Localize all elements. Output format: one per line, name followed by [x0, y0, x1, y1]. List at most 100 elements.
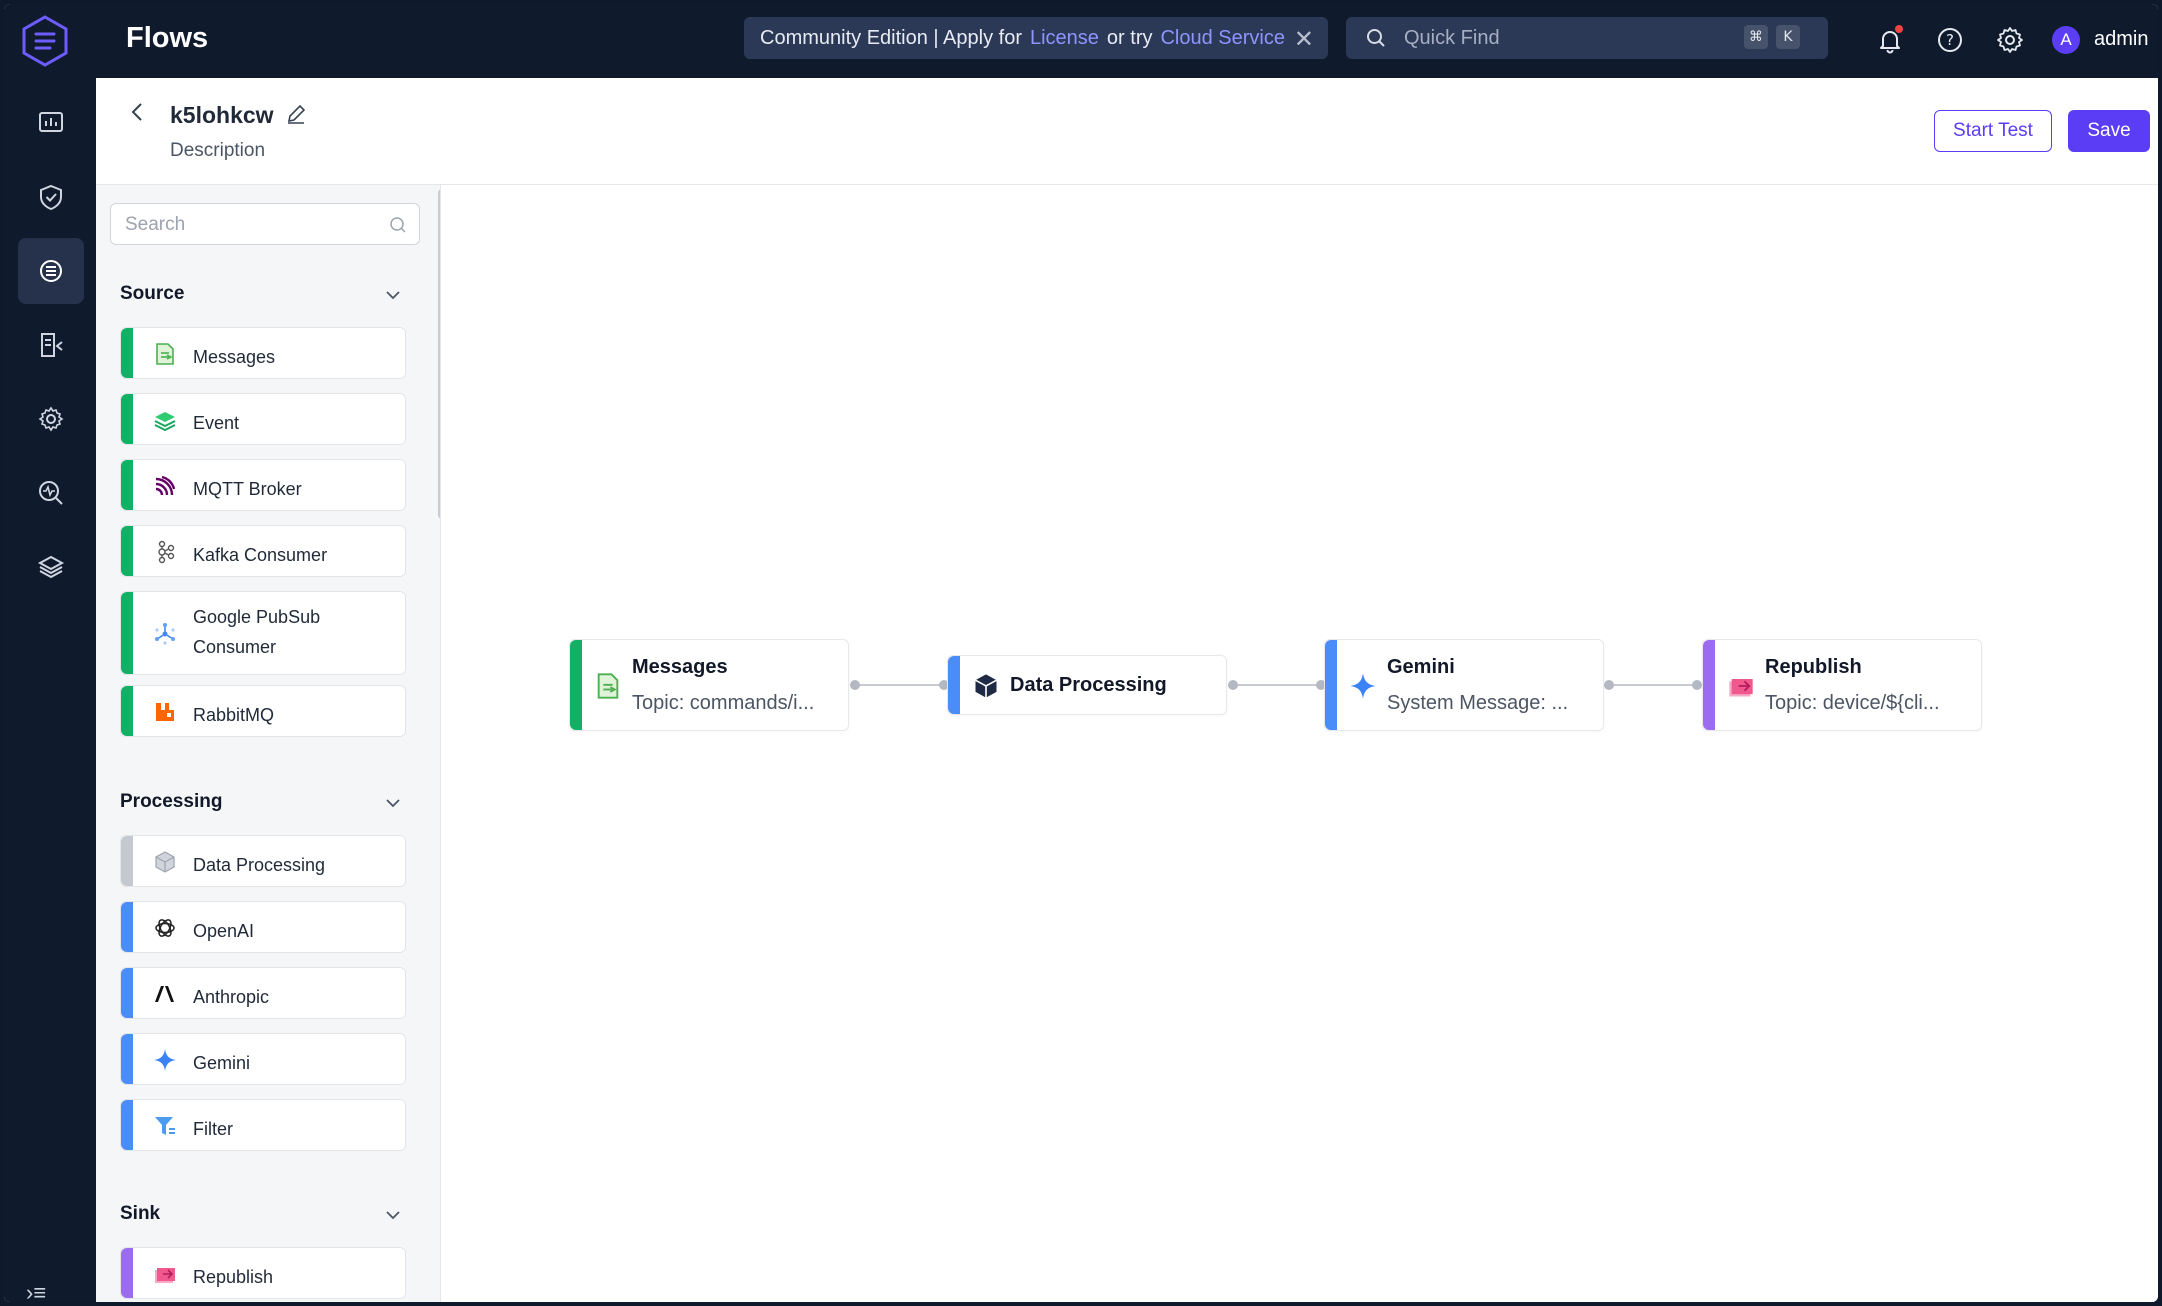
input-port[interactable]: [1316, 680, 1326, 690]
search-icon: [390, 217, 406, 233]
app-logo-icon[interactable]: [20, 14, 70, 68]
palette-item-openai[interactable]: OpenAI: [120, 901, 406, 953]
processing-color-bar: [121, 902, 133, 952]
quick-find-input[interactable]: Quick Find ⌘ K: [1346, 17, 1828, 59]
palette-item-anthropic[interactable]: Anthropic: [120, 967, 406, 1019]
flow-name: k5lohkcw: [170, 102, 274, 128]
output-port[interactable]: [1228, 680, 1238, 690]
palette-item-gemini[interactable]: Gemini: [120, 1033, 406, 1085]
sink-color-bar: [1703, 640, 1715, 730]
palette-item-label: MQTT Broker: [193, 479, 302, 499]
bell-icon[interactable]: [1874, 24, 1906, 56]
gear-icon[interactable]: [1994, 24, 2026, 56]
expand-sidebar-icon[interactable]: ›≡: [26, 1280, 47, 1302]
palette-item-label: RabbitMQ: [193, 705, 275, 725]
nav-rules[interactable]: [18, 312, 84, 378]
republish-icon: [1729, 679, 1753, 697]
section-source-title[interactable]: Source: [120, 283, 185, 304]
processing-color-bar: [121, 1100, 133, 1150]
edition-banner: Community Edition | Apply for License or…: [744, 17, 1328, 59]
cloud-service-link[interactable]: Cloud Service: [1160, 26, 1285, 49]
palette-item-kafka-consumer[interactable]: Kafka Consumer: [120, 525, 406, 577]
section-processing-title[interactable]: Processing: [120, 791, 223, 812]
palette-item-rabbitmq[interactable]: RabbitMQ: [120, 685, 406, 737]
shield-icon: [40, 184, 62, 211]
back-arrow-icon[interactable]: [126, 100, 150, 124]
k-key: K: [1776, 25, 1800, 49]
node-messages[interactable]: Messages Topic: commands/i...: [569, 639, 849, 731]
banner-text-2: or try: [1106, 26, 1153, 49]
processing-color-bar: [1325, 640, 1337, 730]
palette-item-filter[interactable]: Filter: [120, 1099, 406, 1151]
nav-security[interactable]: [18, 164, 84, 230]
input-port[interactable]: [1692, 680, 1702, 690]
messages-icon: [156, 343, 174, 365]
messages-icon: [597, 673, 619, 699]
edge-gemini-to-republish[interactable]: [1609, 684, 1697, 686]
edit-pencil-icon[interactable]: [284, 102, 308, 126]
nav-dashboard[interactable]: [18, 90, 84, 156]
edge-processing-to-gemini[interactable]: [1233, 684, 1321, 686]
app-window: Flows Community Edition | Apply for Lice…: [4, 4, 2158, 1302]
palette-item-mqtt-broker[interactable]: MQTT Broker: [120, 459, 406, 511]
palette-item-messages[interactable]: Messages: [120, 327, 406, 379]
nav-monitor[interactable]: [18, 460, 84, 526]
palette-item-label: Anthropic: [193, 987, 270, 1007]
processing-color-bar: [121, 836, 133, 886]
palette-item-label: Republish: [193, 1267, 274, 1287]
nav-flows[interactable]: [18, 238, 84, 304]
search-placeholder: Search: [125, 214, 186, 235]
output-port[interactable]: [850, 680, 860, 690]
source-color-bar: [570, 640, 582, 730]
chevron-down-icon[interactable]: [384, 286, 402, 304]
palette-item-data-processing[interactable]: Data Processing: [120, 835, 406, 887]
command-key: ⌘: [1744, 25, 1768, 49]
output-port[interactable]: [1604, 680, 1614, 690]
chevron-down-icon[interactable]: [384, 1206, 402, 1224]
palette-item-event[interactable]: Event: [120, 393, 406, 445]
source-color-bar: [121, 460, 133, 510]
username[interactable]: admin: [2094, 28, 2149, 50]
palette-item-label: Filter: [193, 1119, 233, 1139]
edge-messages-to-processing[interactable]: [855, 684, 949, 686]
gemini-sparkle-icon: [154, 1049, 176, 1071]
svg-text:?: ?: [1946, 31, 1954, 49]
input-port[interactable]: [939, 680, 949, 690]
settings-gear-icon: [38, 406, 64, 432]
filter-icon: [155, 1117, 175, 1135]
save-button[interactable]: Save: [2068, 110, 2150, 152]
palette-search-input[interactable]: Search: [110, 203, 420, 245]
nav-settings[interactable]: [18, 386, 84, 452]
source-color-bar: [121, 328, 133, 378]
start-test-button[interactable]: Start Test: [1934, 110, 2052, 152]
palette-item-label: Messages: [193, 347, 276, 367]
palette-item-label: Event: [193, 413, 240, 433]
node-gemini[interactable]: Gemini System Message: ...: [1324, 639, 1604, 731]
node-republish[interactable]: Republish Topic: device/${cli...: [1702, 639, 1982, 731]
nav-layers[interactable]: [18, 534, 84, 600]
palette-scrollbar[interactable]: [438, 189, 440, 519]
palette-item-label: Google PubSub Consumer: [193, 607, 321, 657]
mqtt-icon: [155, 475, 176, 496]
processing-color-bar: [948, 656, 960, 714]
node-data-processing[interactable]: Data Processing: [947, 655, 1227, 715]
close-icon[interactable]: ✕: [1293, 26, 1314, 53]
license-link[interactable]: License: [1029, 26, 1099, 49]
rules-icon: [41, 333, 63, 357]
avatar[interactable]: A: [2052, 26, 2080, 54]
monitor-icon: [39, 481, 63, 505]
palette-item-republish[interactable]: Republish: [120, 1247, 406, 1299]
palette-item-google-pubsub-consumer[interactable]: Google PubSub Consumer: [120, 591, 406, 675]
help-icon[interactable]: ?: [1934, 24, 1966, 56]
layers-icon: [37, 555, 65, 579]
rabbitmq-icon: [156, 703, 174, 721]
flow-description[interactable]: Description: [170, 140, 266, 161]
page-header: k5lohkcw Description Start Test Save: [96, 78, 2158, 185]
section-sink-title[interactable]: Sink: [120, 1203, 161, 1224]
node-title: Messages: [632, 656, 728, 678]
palette-item-label: Kafka Consumer: [193, 545, 328, 565]
flow-canvas[interactable]: Messages Topic: commands/i... Data Proce…: [441, 185, 2158, 1302]
palette-item-label: Gemini: [193, 1053, 251, 1073]
chevron-down-icon[interactable]: [384, 794, 402, 812]
cube-icon: [975, 674, 997, 698]
